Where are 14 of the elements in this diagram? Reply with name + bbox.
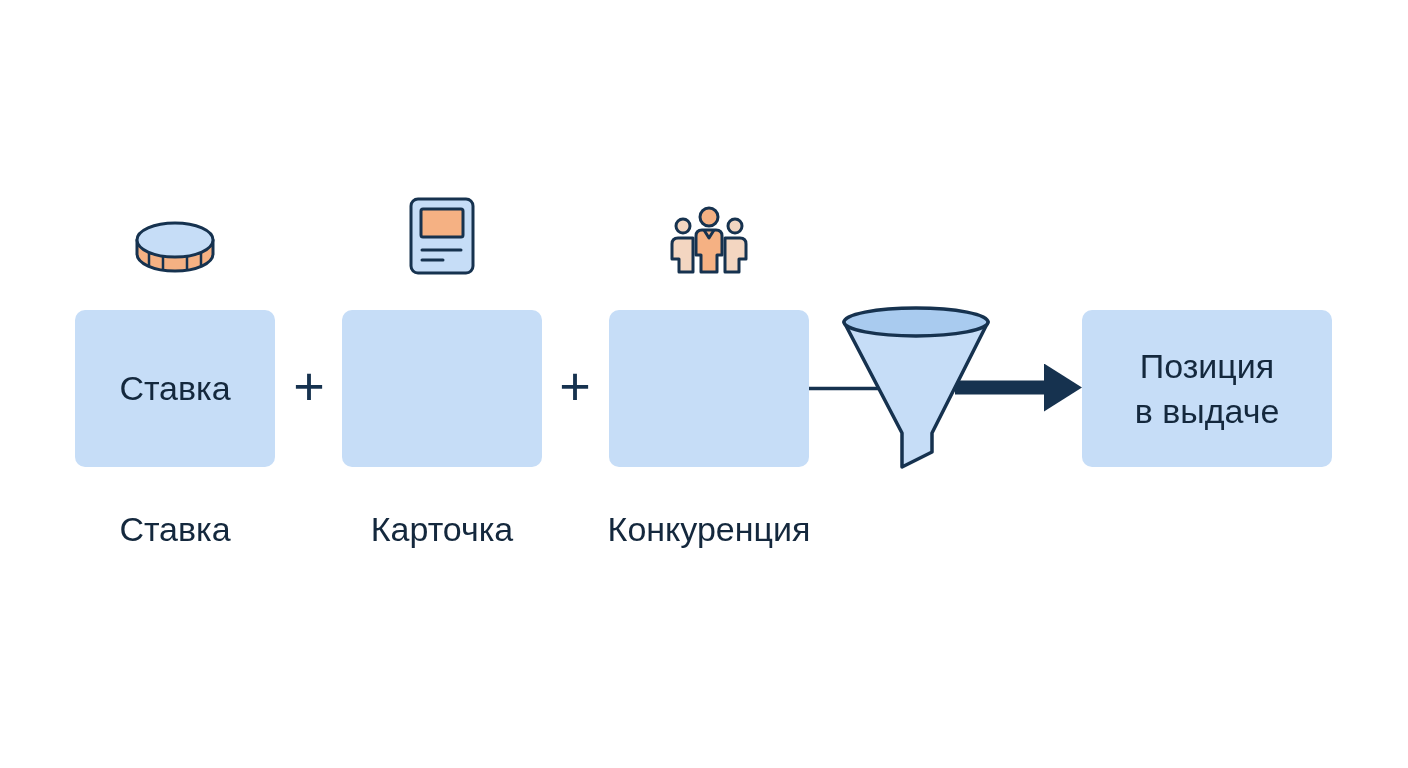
plus-sign: +	[559, 359, 591, 413]
arrow	[955, 363, 1082, 412]
step-caption: Конкуренция	[607, 509, 811, 550]
connector-line	[809, 386, 879, 391]
process-box	[609, 310, 809, 467]
step-label: Позиция в выдаче	[1133, 345, 1281, 432]
process-box	[75, 310, 275, 467]
step-label: Ставка	[119, 368, 231, 410]
process-box	[342, 310, 542, 467]
step-caption: Карточка	[370, 509, 514, 550]
process-box	[1082, 310, 1332, 467]
funnel	[840, 305, 992, 470]
step-caption: Ставка	[119, 509, 231, 550]
plus-sign: +	[293, 359, 325, 413]
